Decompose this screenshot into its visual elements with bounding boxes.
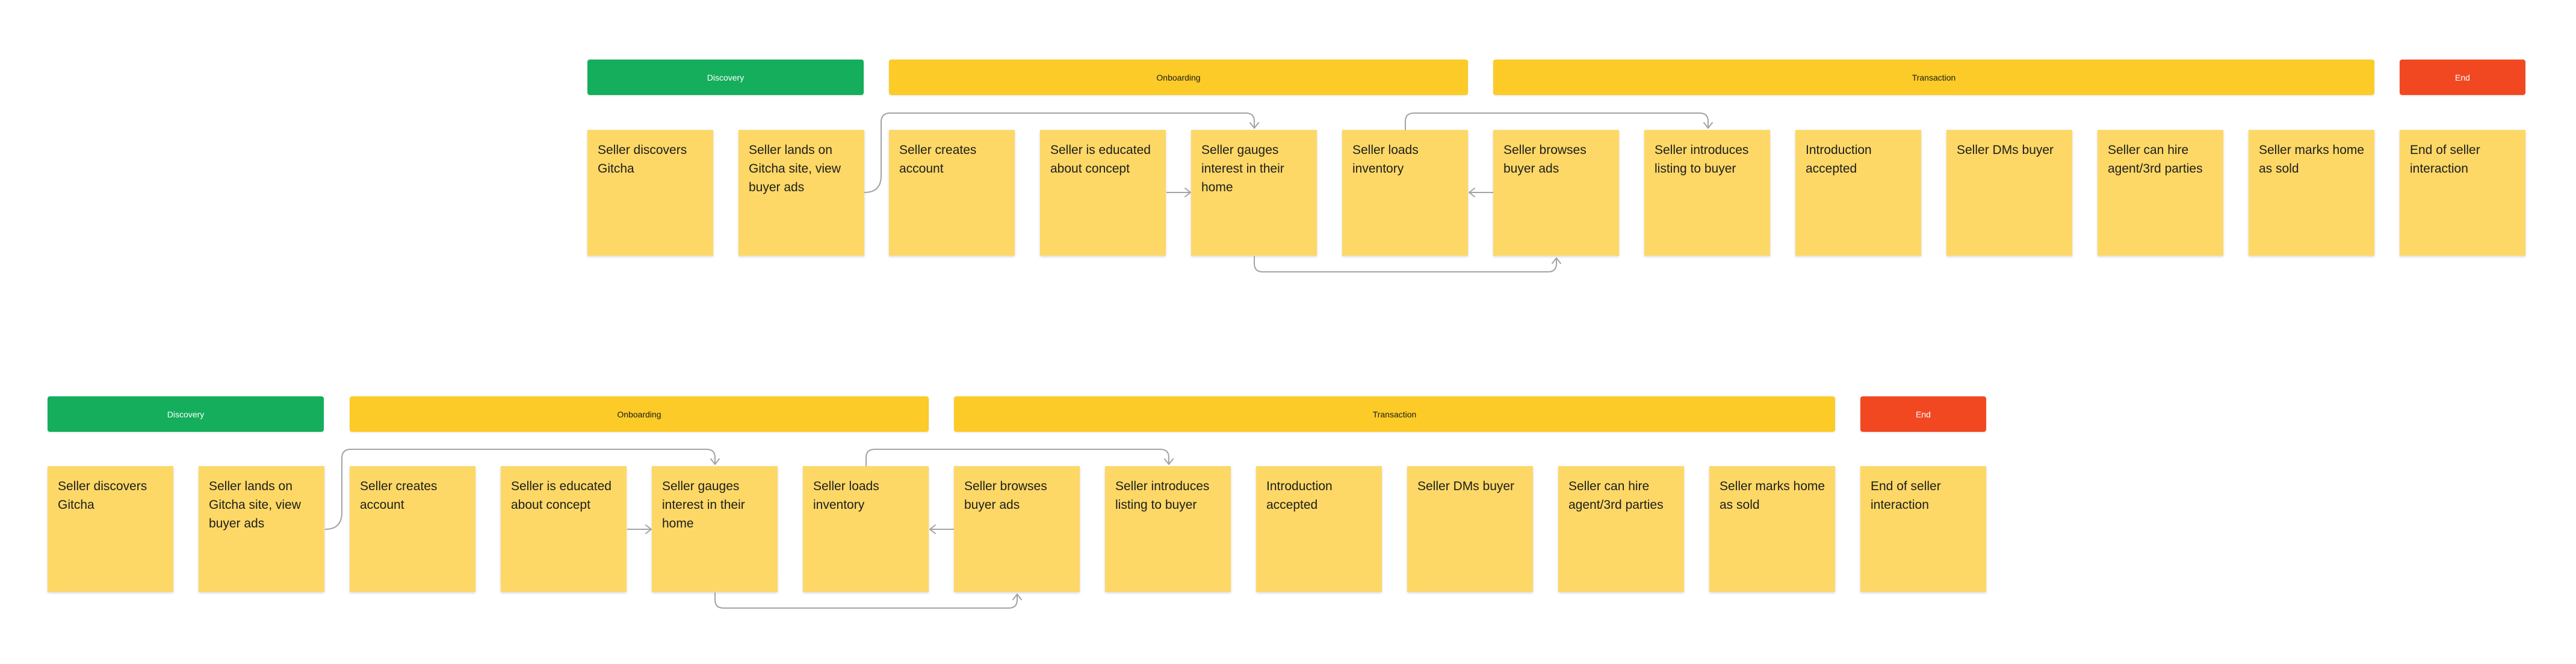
sticky-note[interactable]: Seller is educated about concept [501,466,627,592]
sticky-note[interactable]: Seller loads inventory [803,466,929,592]
connector-gauges-to-browses[interactable] [714,592,1018,609]
connector-loads-to-introduces[interactable] [1405,112,1709,130]
sticky-note[interactable]: Seller browses buyer ads [954,466,1080,592]
phase-label: Discovery [707,72,745,82]
sticky-note[interactable]: Seller creates account [889,130,1015,256]
phase-onboarding[interactable]: Onboarding [350,396,929,432]
phase-label: Discovery [167,409,205,419]
sticky-note[interactable]: Seller DMs buyer [1407,466,1533,592]
sticky-note[interactable]: Seller gauges interest in their home [1191,130,1317,256]
arrowhead [1249,122,1259,129]
phase-onboarding[interactable]: Onboarding [889,60,1468,95]
phase-end[interactable]: End [2400,60,2525,95]
phase-discovery[interactable]: Discovery [587,60,864,95]
sticky-note[interactable]: Seller browses buyer ads [1493,130,1619,256]
phase-label: Onboarding [1156,72,1201,82]
connector-lands-to-gauges[interactable] [864,112,1255,193]
sticky-note[interactable]: Introduction accepted [1795,130,1921,256]
sticky-note[interactable]: Seller can hire agent/3rd parties [2098,130,2223,256]
sticky-note[interactable]: End of seller interaction [2400,130,2525,256]
arrowhead [1012,594,1022,600]
arrowhead [929,524,936,534]
phase-discovery[interactable]: Discovery [48,396,324,432]
sticky-note[interactable]: Seller loads inventory [1342,130,1468,256]
phase-transaction[interactable]: Transaction [954,396,1835,432]
arrowhead [1469,188,1475,197]
sticky-note[interactable]: Seller creates account [350,466,475,592]
sticky-note[interactable]: Seller marks home as sold [1709,466,1835,592]
sticky-note[interactable]: Seller can hire agent/3rd parties [1558,466,1684,592]
arrowhead [1552,257,1561,264]
connector-loads-to-introduces[interactable] [865,449,1169,466]
connector-lands-to-gauges[interactable] [324,449,716,530]
sticky-note[interactable]: Introduction accepted [1256,466,1382,592]
sticky-note[interactable]: Seller gauges interest in their home [652,466,778,592]
phase-label: Transaction [1912,72,1956,82]
arrowhead [710,458,720,465]
arrowhead [1164,458,1174,465]
phase-label: Onboarding [617,409,661,419]
arrowhead [1703,122,1713,129]
connector-gauges-to-browses[interactable] [1254,256,1557,272]
sticky-note[interactable]: Seller discovers Gitcha [48,466,173,592]
sticky-note[interactable]: Seller is educated about concept [1040,130,1166,256]
arrowhead [645,524,652,534]
phase-label: End [2455,72,2470,82]
sticky-note[interactable]: End of seller interaction [1860,466,1986,592]
phase-label: End [1916,409,1931,419]
phase-end[interactable]: End [1860,396,1986,432]
sticky-note[interactable]: Seller DMs buyer [1946,130,2072,256]
phase-transaction[interactable]: Transaction [1493,60,2374,95]
sticky-note[interactable]: Seller discovers Gitcha [587,130,713,256]
sticky-note[interactable]: Seller introduces listing to buyer [1644,130,1770,256]
sticky-note[interactable]: Seller marks home as sold [2249,130,2374,256]
sticky-note[interactable]: Seller introduces listing to buyer [1105,466,1231,592]
arrowhead [1184,188,1191,197]
sticky-note[interactable]: Seller lands on Gitcha site, view buyer … [199,466,324,592]
sticky-note[interactable]: Seller lands on Gitcha site, view buyer … [738,130,864,256]
phase-label: Transaction [1372,409,1417,419]
